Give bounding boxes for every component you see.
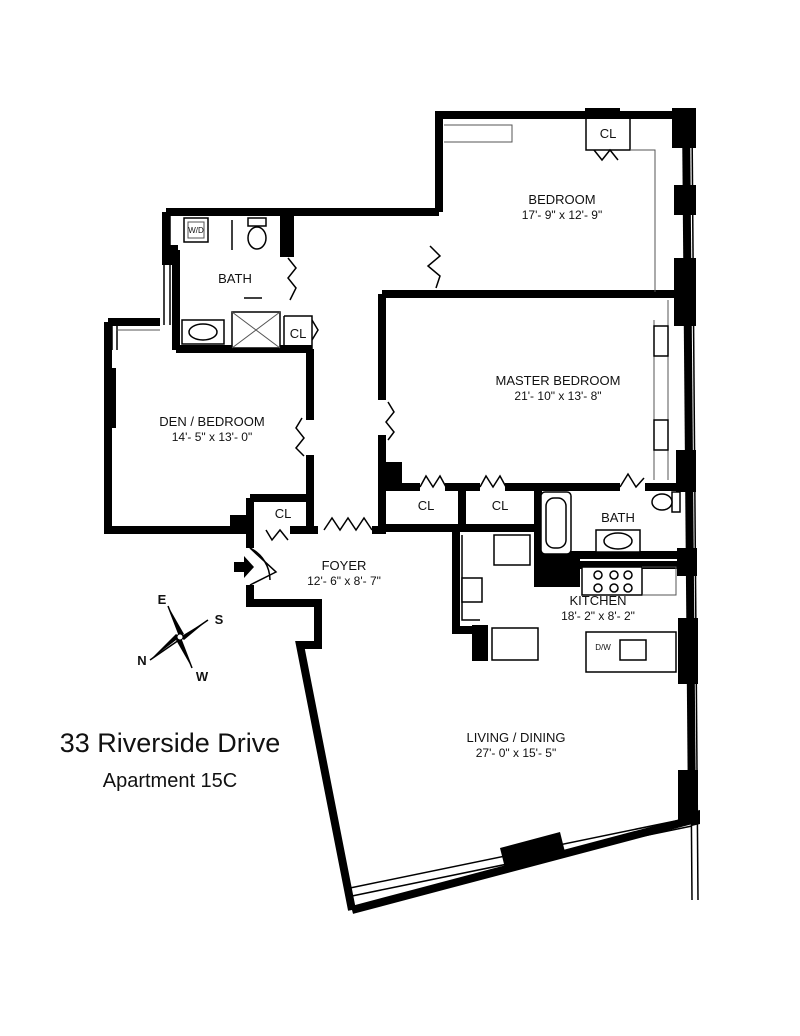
compass-north: N	[137, 653, 146, 668]
room-labels: BEDROOM 17'- 9" x 12'- 9" BATH MASTER BE…	[159, 126, 635, 760]
bedroom-label: BEDROOM	[528, 192, 595, 207]
kitchen-label: KITCHEN	[569, 593, 626, 608]
master-closet-left-label: CL	[418, 498, 435, 513]
compass-west: W	[196, 669, 209, 684]
den-label: DEN / BEDROOM	[159, 414, 264, 429]
master-bedroom-label: MASTER BEDROOM	[496, 373, 621, 388]
compass-icon: E S N W	[137, 592, 223, 684]
compass-south: S	[215, 612, 224, 627]
bath1-label: BATH	[218, 271, 252, 286]
den-closet-label: CL	[275, 506, 292, 521]
compass-east: E	[158, 592, 167, 607]
building-address: 33 Riverside Drive	[59, 728, 281, 758]
piers	[104, 108, 700, 872]
entry-arrow-icon	[234, 556, 254, 578]
dishwasher-label: D/W	[595, 643, 611, 652]
apartment-unit: Apartment 15C	[102, 770, 238, 792]
bedroom-dims: 17'- 9" x 12'- 9"	[522, 208, 602, 222]
washer-dryer-label: W/D	[188, 226, 204, 235]
foyer-label: FOYER	[322, 558, 367, 573]
bath2-label: BATH	[601, 510, 635, 525]
master-closet-right-label: CL	[492, 498, 509, 513]
bedroom-closet-label: CL	[600, 126, 617, 141]
bathroom-fixtures	[181, 217, 681, 555]
den-dims: 14'- 5" x 13'- 0"	[172, 430, 252, 444]
master-bedroom-dims: 21'- 10" x 13'- 8"	[514, 389, 601, 403]
kitchen-dims: 18'- 2" x 8'- 2"	[561, 609, 635, 623]
foyer-dims: 12'- 6" x 8'- 7"	[307, 574, 381, 588]
interior-lines	[116, 115, 677, 673]
doors	[244, 148, 645, 586]
bath-closet-label: CL	[290, 326, 307, 341]
living-dining-dims: 27'- 0" x 15'- 5"	[476, 746, 556, 760]
living-dining-label: LIVING / DINING	[467, 730, 566, 745]
